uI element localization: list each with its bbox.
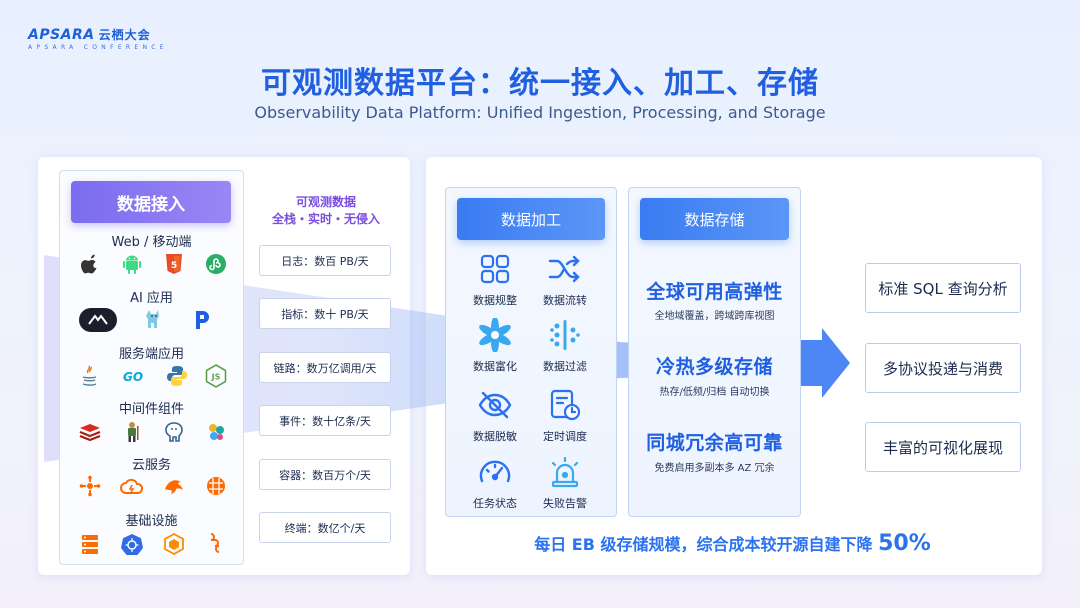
proc-label: 数据过滤 — [543, 360, 587, 373]
proc-item: 数据规整 — [457, 252, 533, 308]
logo-brand-cn: 云栖大会 — [98, 28, 151, 42]
ingestion-header: 数据接入 — [71, 181, 231, 223]
miniprogram-icon — [204, 252, 228, 276]
metric-containers: 容器：数百万个/天 — [259, 459, 391, 490]
enrich-icon — [478, 318, 512, 352]
metric-events: 事件：数十亿条/天 — [259, 405, 391, 436]
observability-title-line2: 全栈・实时・无侵入 — [271, 212, 380, 226]
proc-item: 数据过滤 — [527, 318, 603, 374]
processing-column — [445, 187, 617, 517]
grid-icon — [478, 252, 512, 286]
apple-icon — [78, 252, 102, 276]
source-group-label: 中间件组件 — [118, 402, 184, 417]
kubernetes-icon — [120, 532, 144, 556]
proc-label: 数据规整 — [473, 294, 517, 307]
source-icons-ai — [79, 308, 214, 332]
metric-traces: 链路：数万亿调用/天 — [259, 352, 391, 383]
server-icon — [78, 532, 102, 556]
observability-title: 可观测数据 全栈・实时・无侵入 — [254, 194, 398, 228]
container-icon — [162, 532, 186, 556]
proc-label: 任务状态 — [473, 497, 517, 510]
alarm-icon — [548, 455, 582, 489]
output-visualization: 丰富的可视化展现 — [865, 422, 1021, 472]
proc-item: 失败告警 — [527, 455, 603, 511]
page-subtitle: Observability Data Platform: Unified Ing… — [254, 103, 826, 122]
nodejs-icon: JS — [204, 364, 228, 388]
java-icon — [78, 364, 102, 388]
source-group-label: Web / 移动端 — [111, 235, 192, 250]
source-icons-cloud — [78, 474, 228, 498]
ai-p-icon — [190, 308, 214, 332]
storage-header: 数据存储 — [640, 198, 789, 240]
source-group-label: 云服务 — [131, 458, 171, 473]
metric-metrics: 指标：数十 PB/天 — [259, 298, 391, 329]
storage-feature-desc: 免费启用多副本多 AZ 冗余 — [654, 463, 775, 474]
storage-feature-desc: 热存/低频/归档 自动切换 — [659, 387, 770, 398]
proc-label: 数据脱敏 — [473, 430, 517, 443]
proc-label: 数据流转 — [543, 294, 587, 307]
source-group-label: AI 应用 — [130, 291, 173, 306]
worker-icon — [120, 420, 144, 444]
logo-subtitle: APSARA CONFERENCE — [28, 44, 168, 51]
output-sql-analysis: 标准 SQL 查询分析 — [865, 263, 1021, 313]
proc-label: 失败告警 — [543, 497, 587, 510]
proc-item: 定时调度 — [527, 388, 603, 444]
eye-off-icon — [478, 388, 512, 422]
storage-feature-title: 冷热多级存储 — [655, 356, 773, 378]
svg-text:5: 5 — [171, 261, 177, 271]
processing-header: 数据加工 — [457, 198, 605, 240]
html5-icon: 5 — [162, 252, 186, 276]
mysql-icon — [162, 474, 186, 498]
source-group-label: 服务端应用 — [118, 347, 184, 362]
cost-summary: 每日 EB 级存储规模，综合成本较开源自建下降 50% — [445, 531, 1020, 556]
postgres-icon — [162, 420, 186, 444]
metric-terminals: 终端：数亿个/天 — [259, 512, 391, 543]
svg-text:JS: JS — [211, 373, 221, 382]
python-icon — [165, 364, 189, 388]
proc-label: 数据富化 — [473, 360, 517, 373]
source-icons-infra — [78, 532, 228, 556]
storage-feature-desc: 全地域覆盖，跨域跨库视图 — [654, 311, 775, 322]
proc-item: 任务状态 — [457, 455, 533, 511]
gauge-icon — [478, 455, 512, 489]
storage-column — [628, 187, 801, 517]
cluster-icon — [204, 420, 228, 444]
proc-label: 定时调度 — [543, 430, 587, 443]
llama-icon — [142, 308, 166, 332]
svg-text:GO: GO — [123, 370, 143, 384]
source-icons-server: GO JS — [78, 364, 228, 388]
android-icon — [120, 252, 144, 276]
storage-feature-title: 同城冗余高可靠 — [646, 432, 783, 454]
proc-item: 数据富化 — [457, 318, 533, 374]
proc-item: 数据流转 — [527, 252, 603, 308]
redis-icon — [78, 420, 102, 444]
api-gateway-icon — [78, 474, 102, 498]
observability-title-line1: 可观测数据 — [295, 195, 356, 209]
cost-summary-highlight: 50% — [878, 531, 931, 556]
logo-brand: APSARA — [28, 26, 95, 43]
storage-feature-title: 全球可用高弹性 — [646, 281, 783, 303]
filter-icon — [548, 318, 582, 352]
cloud-function-icon — [120, 474, 144, 498]
page-title: 可观测数据平台：统一接入、加工、存储 — [261, 66, 819, 101]
metric-logs: 日志：数百 PB/天 — [259, 245, 391, 276]
proc-item: 数据脱敏 — [457, 388, 533, 444]
network-icon — [204, 532, 228, 556]
output-delivery-consume: 多协议投递与消费 — [865, 343, 1021, 393]
schedule-icon — [548, 388, 582, 422]
source-group-label: 基础设施 — [125, 514, 178, 529]
shuffle-icon — [548, 252, 582, 286]
ai-app-icon — [79, 308, 117, 332]
conference-logo: APSARA 云栖大会 APSARA CONFERENCE — [28, 26, 168, 52]
source-icons-middleware — [78, 420, 228, 444]
source-icons-web: 5 — [78, 252, 228, 276]
database-icon — [204, 474, 228, 498]
go-icon: GO — [117, 364, 149, 388]
cost-summary-text: 每日 EB 级存储规模，综合成本较开源自建下降 — [534, 535, 879, 554]
